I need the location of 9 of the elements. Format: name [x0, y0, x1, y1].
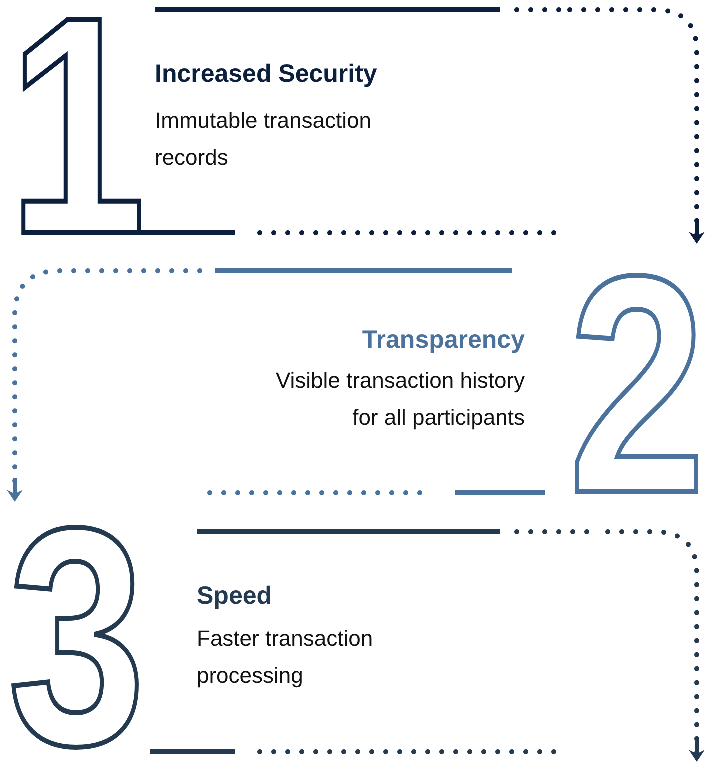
step-description: Visible transaction history for all participants [274, 367, 525, 432]
step-description: Faster transaction processing [197, 625, 374, 690]
step-description: Immutable transaction records [155, 107, 372, 172]
step-title: Increased Security [155, 60, 378, 89]
step-title: Transparency [362, 326, 525, 355]
step-number: 3 [8, 513, 146, 761]
step-number: 1 [8, 2, 146, 250]
step-number: 2 [568, 261, 706, 509]
step-title: Speed [197, 582, 272, 611]
